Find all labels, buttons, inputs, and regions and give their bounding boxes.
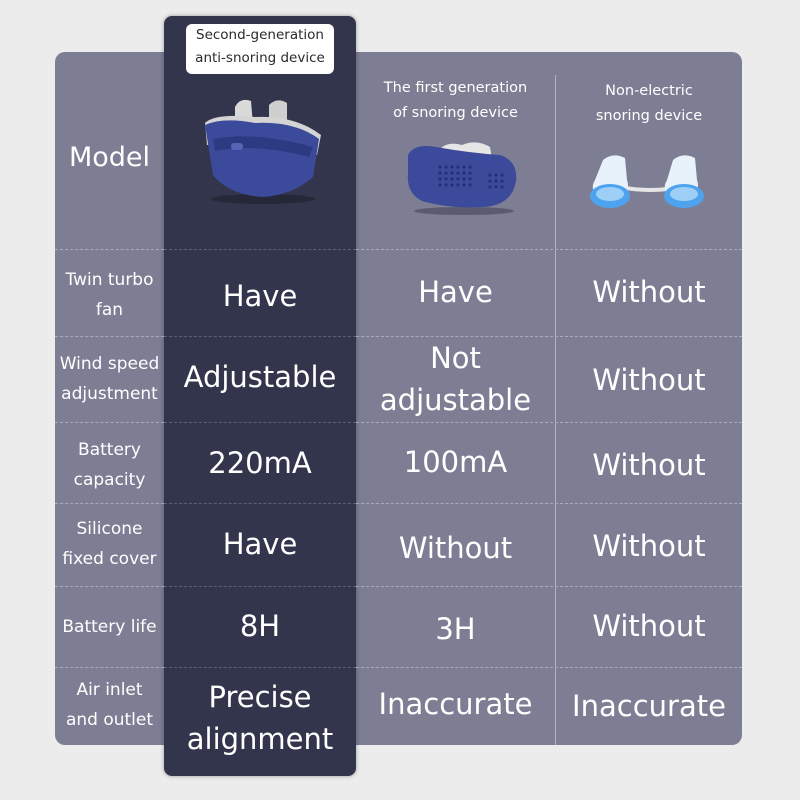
model-label: Model (68, 141, 151, 173)
cell-second-battery-capacity: 220mA (208, 446, 312, 480)
first-gen-header-line2: of snoring device (393, 105, 518, 121)
non-electric-header: Non-electric snoring device (556, 78, 742, 130)
row-divider (55, 667, 164, 668)
row-label-silicone-cover: Silicone fixed cover (55, 513, 164, 575)
cell-second-silicone-cover: Have (222, 527, 298, 561)
row-label-line: fan (95, 300, 124, 320)
row-divider (55, 503, 164, 504)
row-label-line: Air inlet (76, 680, 143, 700)
row-label-wind-speed: Wind speed adjustment (55, 348, 164, 410)
row-label-air-inlet: Air inlet and outlet (55, 674, 164, 736)
row-divider (356, 249, 742, 250)
first-gen-header-line1: The first generation (383, 80, 528, 96)
second-gen-header: Second-generation anti-snoring device (186, 24, 334, 74)
cell-nonelectric-air-inlet: Inaccurate (572, 689, 726, 723)
row-divider (356, 422, 742, 423)
row-label-line: adjustment (61, 384, 158, 404)
row-label-battery-life: Battery life (62, 617, 157, 637)
cell-second-battery-life: 8H (239, 609, 281, 643)
cell-second-wind-speed: Adjustable (183, 360, 337, 394)
cell-line: Precise (208, 680, 312, 714)
cell-nonelectric-silicone-cover: Without (592, 529, 706, 563)
cell-nonelectric-wind-speed: Without (592, 363, 706, 397)
cell-first-twin-turbo-fan: Have (418, 275, 493, 309)
cell-first-silicone-cover: Without (398, 531, 513, 565)
cell-first-air-inlet: Inaccurate (378, 687, 533, 721)
row-label-line: Silicone (76, 519, 143, 539)
cell-second-twin-turbo-fan: Have (222, 279, 298, 313)
non-electric-header-line1: Non-electric (605, 83, 693, 99)
cell-nonelectric-battery-life: Without (592, 609, 706, 643)
row-divider (164, 586, 356, 587)
row-label-line: fixed cover (62, 549, 157, 569)
row-label-line: Twin turbo (65, 270, 154, 290)
row-divider (164, 503, 356, 504)
row-label-line: and outlet (65, 710, 154, 730)
cell-second-air-inlet: Precise alignment (164, 675, 356, 761)
row-label-twin-turbo-fan: Twin turbo fan (55, 264, 164, 326)
cell-first-battery-life: 3H (435, 612, 476, 646)
row-label-line: Wind speed (59, 354, 160, 374)
row-divider (164, 249, 356, 250)
non-electric-header-line2: snoring device (595, 108, 703, 124)
row-label-line: capacity (73, 470, 146, 490)
cell-nonelectric-battery-capacity: Without (592, 448, 706, 482)
nasal-plug-image (590, 155, 704, 208)
first-gen-device-image (407, 142, 517, 215)
row-divider (164, 422, 356, 423)
row-divider (356, 503, 742, 504)
row-label-line: Battery (78, 440, 141, 460)
row-divider (356, 336, 742, 337)
cell-line: Not (430, 341, 481, 375)
row-divider (356, 586, 742, 587)
row-divider (164, 667, 356, 668)
row-divider (55, 249, 164, 250)
row-divider (55, 336, 164, 337)
second-gen-header-line1: Second-generation (196, 27, 324, 43)
row-divider (356, 667, 742, 668)
cell-first-wind-speed: Not adjustable (356, 336, 555, 422)
column-divider (555, 75, 556, 745)
row-label-battery-capacity: Battery capacity (55, 434, 164, 496)
first-gen-header: The first generation of snoring device (356, 74, 555, 128)
second-gen-header-line2: anti-snoring device (195, 50, 325, 66)
cell-line: alignment (186, 722, 334, 756)
cell-first-battery-capacity: 100mA (403, 445, 508, 479)
anti-snoring-device-image (205, 99, 321, 204)
row-divider (164, 336, 356, 337)
row-divider (55, 422, 164, 423)
cell-line: adjustable (379, 383, 532, 417)
row-divider (55, 586, 164, 587)
cell-nonelectric-twin-turbo-fan: Without (592, 275, 706, 309)
